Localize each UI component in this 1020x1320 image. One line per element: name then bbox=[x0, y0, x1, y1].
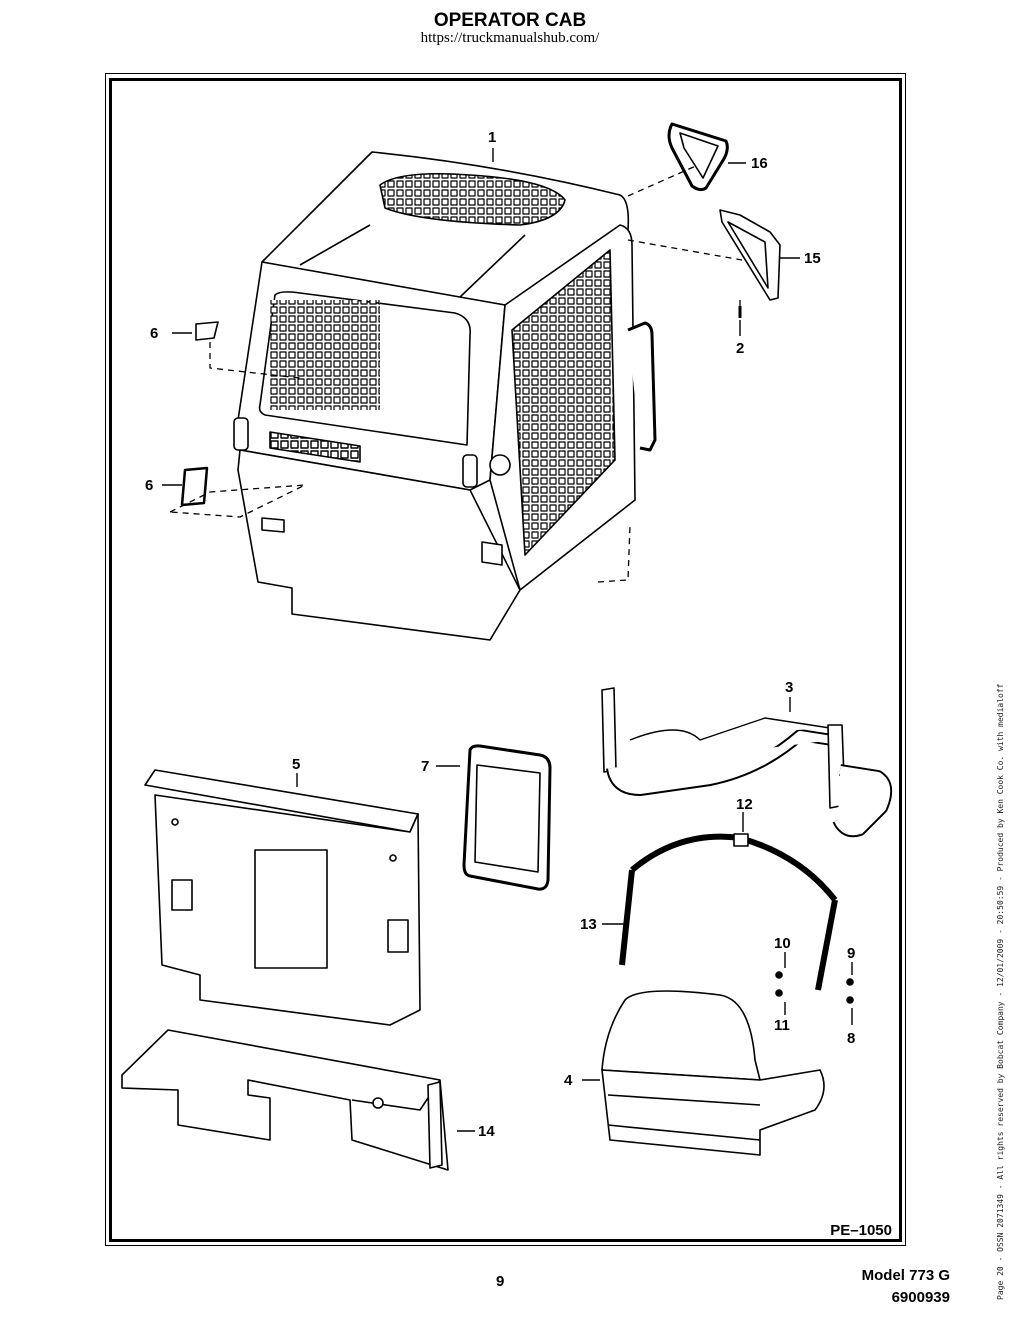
callout-16: 16 bbox=[751, 155, 768, 172]
cover-plate-lower bbox=[180, 466, 209, 507]
figure-code: PE–1050 bbox=[830, 1222, 892, 1239]
part-number: 6900939 bbox=[891, 1289, 950, 1306]
rear-window bbox=[719, 209, 781, 301]
cover-plate-top bbox=[195, 321, 219, 341]
callout-15: 15 bbox=[804, 250, 821, 267]
callout-6-upper: 6 bbox=[150, 325, 159, 342]
model-info: Model 773 G 6900939 bbox=[862, 1265, 950, 1309]
callout-3: 3 bbox=[785, 679, 794, 696]
seat bbox=[601, 990, 825, 1156]
leader-lines bbox=[162, 148, 853, 1132]
callout-10: 10 bbox=[774, 935, 791, 952]
diagram-frame-inner bbox=[109, 78, 902, 1242]
seat-bar bbox=[619, 833, 838, 991]
grab-bar-assembly bbox=[601, 687, 893, 838]
model-name: Model 773 G bbox=[861, 1267, 950, 1284]
callout-1: 1 bbox=[488, 129, 497, 146]
assembly-dashes bbox=[169, 164, 743, 583]
callout-9: 9 bbox=[847, 945, 856, 962]
callout-6-lower: 6 bbox=[145, 477, 154, 494]
page-number: 9 bbox=[496, 1273, 505, 1290]
rear-window-seal bbox=[667, 122, 729, 192]
source-url: https://truckmanualshub.com/ bbox=[420, 30, 600, 46]
cab-assembly bbox=[233, 151, 657, 641]
diagram-frame-outer bbox=[105, 73, 906, 1246]
page-title: OPERATOR CAB bbox=[433, 10, 587, 31]
callout-7: 7 bbox=[421, 758, 430, 775]
side-watermark-text: Page 20 - OSSN 2071349 - All rights rese… bbox=[996, 683, 1005, 1301]
callout-11: 11 bbox=[774, 1017, 790, 1034]
cab-window bbox=[462, 744, 552, 891]
callout-2: 2 bbox=[736, 340, 745, 357]
callout-13: 13 bbox=[580, 916, 597, 933]
callout-4: 4 bbox=[564, 1072, 573, 1089]
callout-5: 5 bbox=[292, 756, 301, 773]
seat-pan bbox=[121, 1029, 449, 1171]
callout-14: 14 bbox=[478, 1123, 495, 1140]
rear-panel bbox=[144, 769, 421, 1026]
callout-8: 8 bbox=[847, 1030, 856, 1047]
hardware bbox=[775, 971, 854, 1004]
callout-12: 12 bbox=[736, 796, 753, 813]
